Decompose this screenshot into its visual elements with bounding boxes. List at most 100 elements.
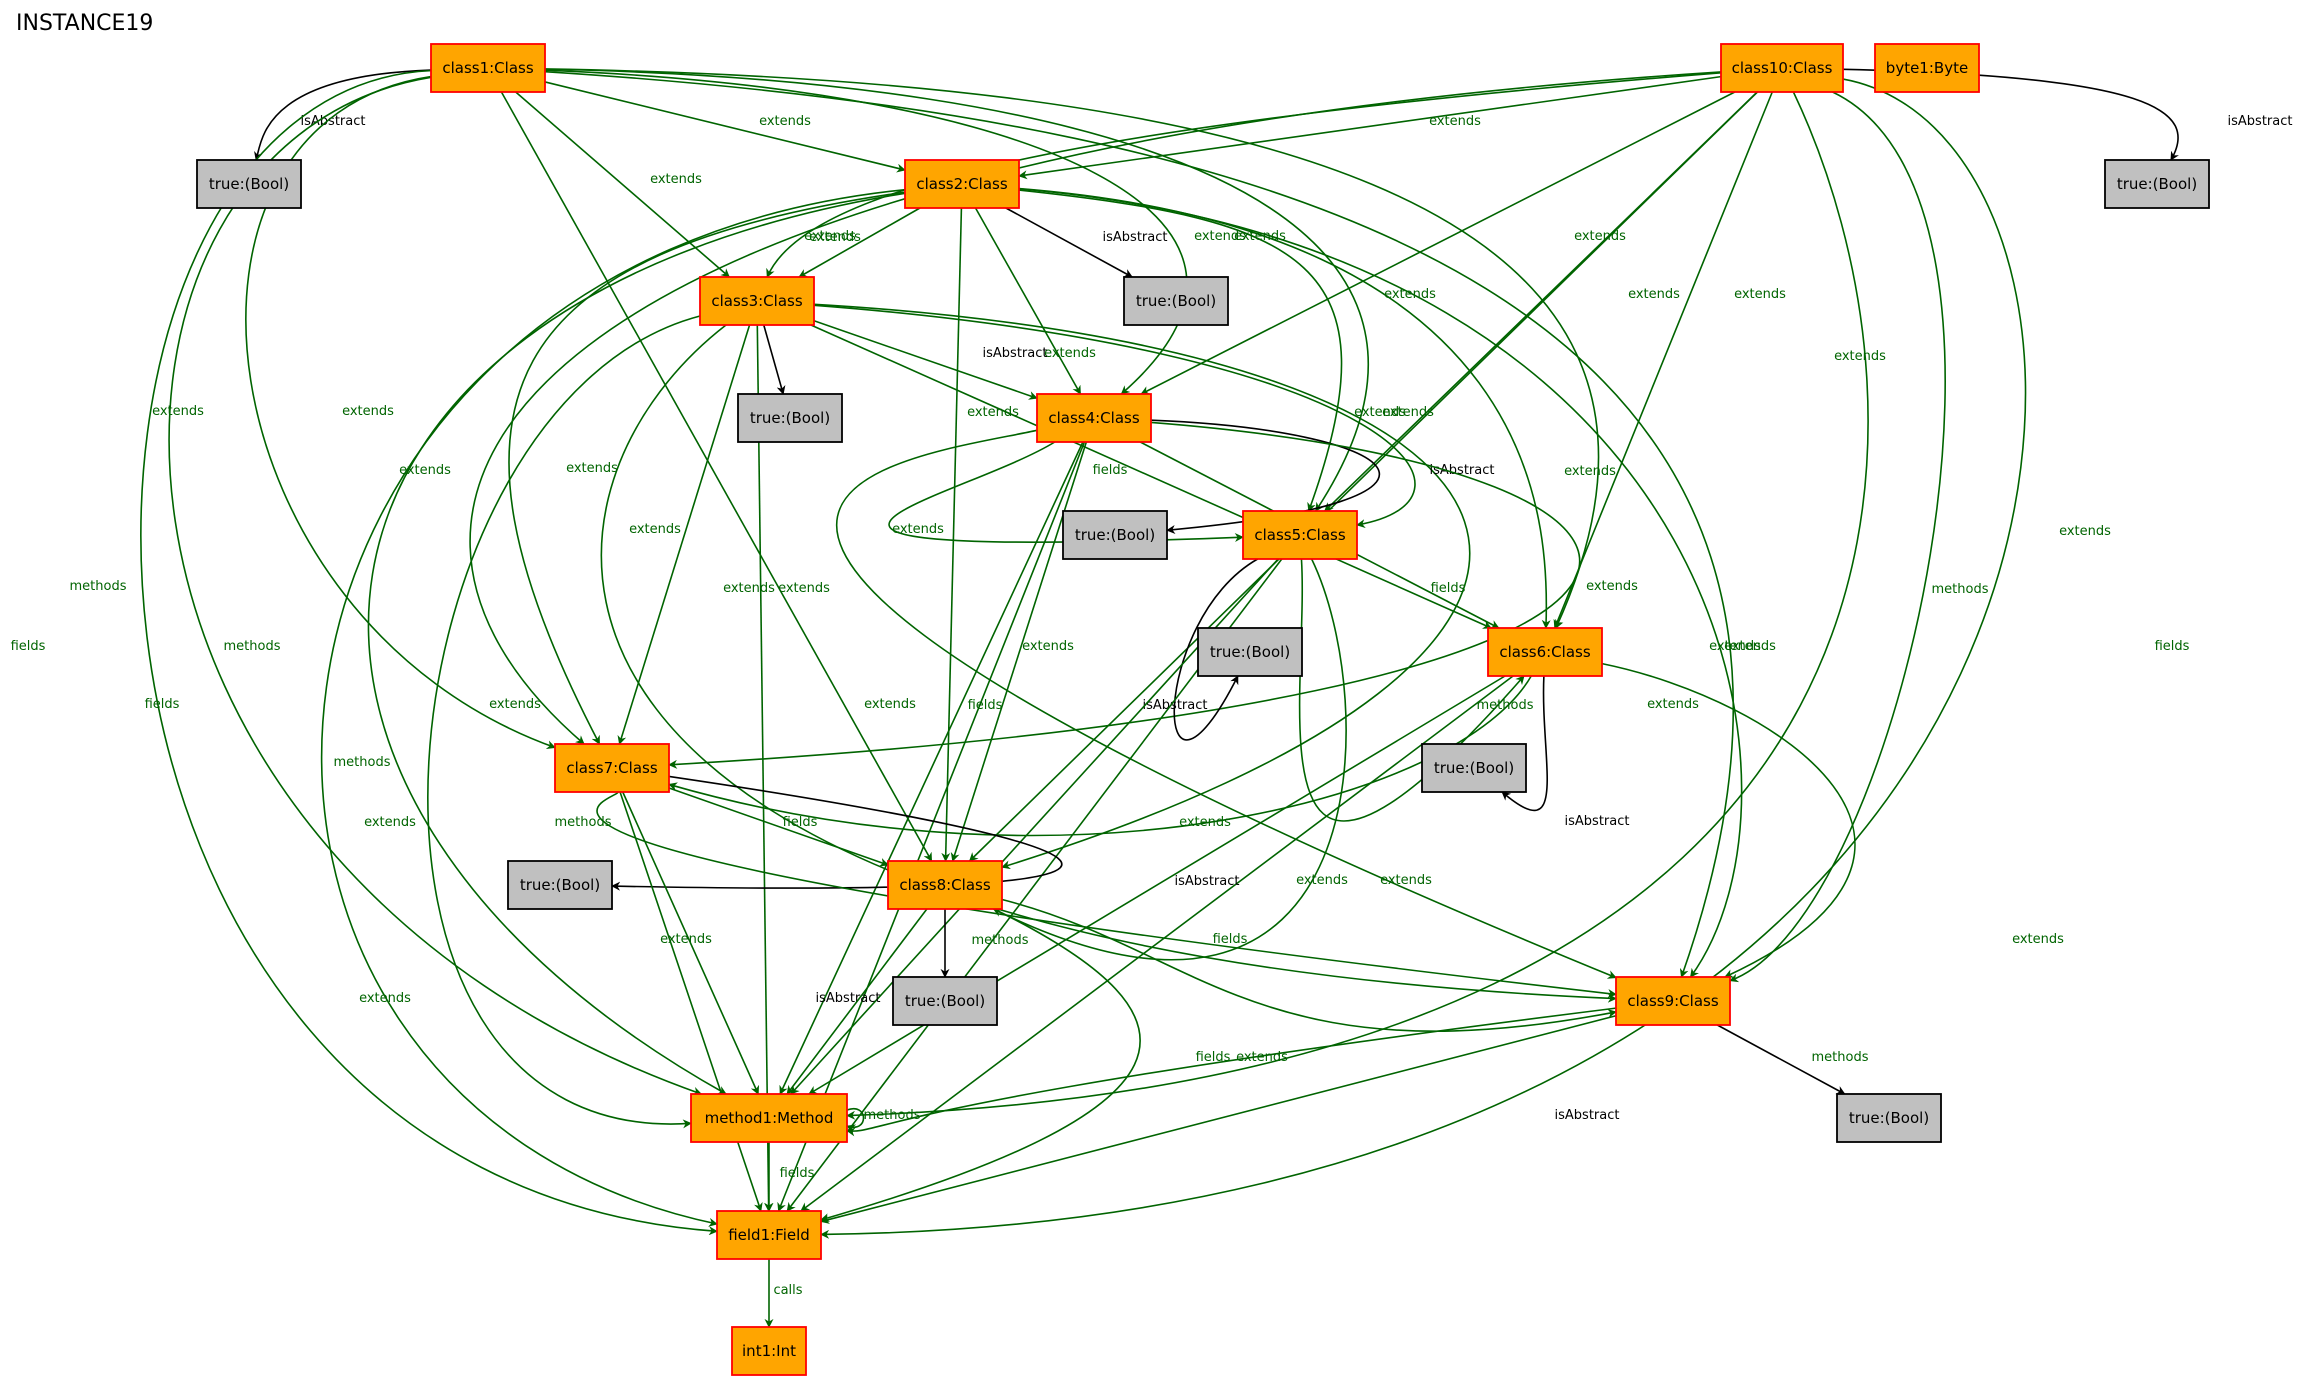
node-label-class10: class10:Class xyxy=(1732,59,1833,77)
node-bool_c2[interactable]: true:(Bool) xyxy=(1123,276,1229,326)
node-class3[interactable]: class3:Class xyxy=(699,276,815,326)
edge-label-class1-class4: extends xyxy=(1194,229,1246,244)
node-label-class7: class7:Class xyxy=(566,759,657,777)
edge-label-class3-class4: extends xyxy=(967,405,1019,420)
edge-label-class7-method1: methods xyxy=(972,933,1029,948)
node-class7[interactable]: class7:Class xyxy=(554,743,670,793)
edge-class7-methods-method1 xyxy=(622,791,760,1095)
edge-label-class10-class6: extends xyxy=(1834,349,1886,364)
node-box-bool_c7 xyxy=(507,860,613,910)
edge-label-class10-bool_c10: isAbstract xyxy=(2228,114,2293,129)
edge-label-class4-class6: extends xyxy=(1022,639,1074,654)
node-label-bool_c9: true:(Bool) xyxy=(1849,1109,1929,1127)
node-method1[interactable]: method1:Method xyxy=(690,1093,848,1143)
edge-class1-extends-class6 xyxy=(544,68,1600,629)
node-label-bool_c3: true:(Bool) xyxy=(750,409,830,427)
node-class9[interactable]: class9:Class xyxy=(1615,976,1731,1026)
node-bool_c9[interactable]: true:(Bool) xyxy=(1836,1093,1942,1143)
edge-label-class5-field1: fields xyxy=(968,698,1003,713)
edge-label-class6-class7: extends xyxy=(1296,873,1348,888)
edge-class1-extends-class5 xyxy=(544,68,1369,512)
node-class4[interactable]: class4:Class xyxy=(1036,393,1152,443)
node-bool_c8[interactable]: true:(Bool) xyxy=(892,976,998,1026)
node-box-class6 xyxy=(1487,627,1603,677)
edge-label-class10-class4: extends xyxy=(1574,229,1626,244)
edge-class6-fields-field1 xyxy=(800,675,1514,1212)
edge-label-class10-method1: methods xyxy=(1932,582,1989,597)
edge-class1-fields-field1 xyxy=(140,69,718,1236)
edge-class10-fields-field1 xyxy=(820,78,2027,1239)
edge-class3-extends-class6 xyxy=(810,324,1492,629)
node-class10[interactable]: class10:Class xyxy=(1720,43,1844,93)
edge-class1-methods-method1 xyxy=(168,76,703,1096)
node-bool_c10[interactable]: true:(Bool) xyxy=(2104,159,2210,209)
edge-label-class5-method1: methods xyxy=(1477,698,1534,713)
node-class6[interactable]: class6:Class xyxy=(1487,627,1603,677)
node-class5[interactable]: class5:Class xyxy=(1242,510,1358,560)
edge-label-class4-field1: fields xyxy=(1431,581,1466,596)
edge-class9-methods-method1 xyxy=(846,1007,1617,1137)
node-class1[interactable]: class1:Class xyxy=(430,43,546,93)
edge-class1-extends-class2 xyxy=(544,81,906,173)
edge-class2-extends-class3 xyxy=(798,207,921,278)
edge-label-class2-class5: extends xyxy=(1234,229,1286,244)
edge-class2-extends-class5 xyxy=(1018,189,1343,512)
edge-label-class4-class5: extends xyxy=(723,581,775,596)
edge-label-class2-class3: extends xyxy=(809,230,861,245)
edge-class6-extends-class9 xyxy=(1601,662,1856,978)
edge-class10-extends-class9 xyxy=(1729,91,1946,983)
edge-label-class4-class8: extends xyxy=(864,697,916,712)
edge-class1-extends-class8 xyxy=(500,91,933,862)
edge-label-class8-bool_c8: isAbstract xyxy=(816,991,881,1006)
edge-label-class7-field1: fields xyxy=(1213,932,1248,947)
node-label-method1: method1:Method xyxy=(705,1109,834,1127)
edge-label-class5-class8: extends xyxy=(1380,873,1432,888)
node-label-bool_c2: true:(Bool) xyxy=(1136,292,1216,310)
node-class8[interactable]: class8:Class xyxy=(887,860,1003,910)
edge-label-class7-bool_c7: isAbstract xyxy=(1175,874,1240,889)
edge-label-class1-class9: extends xyxy=(1724,639,1776,654)
edge-class7-isAbstract-bool_c7 xyxy=(611,775,1063,891)
node-bool_c5[interactable]: true:(Bool) xyxy=(1197,627,1303,677)
edge-class2-extends-class9 xyxy=(1018,188,1743,978)
node-bool_c1[interactable]: true:(Bool) xyxy=(196,159,302,209)
edge-label-class3-class7: extends xyxy=(778,581,830,596)
edge-label-class1-method1: methods xyxy=(70,579,127,594)
edge-class1-extends-class7 xyxy=(245,75,556,750)
edge-label-class10-class3: extends xyxy=(804,229,856,244)
edge-label-class1-class3: extends xyxy=(650,172,702,187)
edge-class4-extends-class9 xyxy=(835,429,1617,979)
node-byte1[interactable]: byte1:Byte xyxy=(1874,43,1980,93)
edge-class5-extends-class8 xyxy=(992,558,1347,961)
edge-label-class2-class7: extends xyxy=(399,463,451,478)
node-bool_c4[interactable]: true:(Bool) xyxy=(1062,510,1168,560)
edge-label-class6-class9: extends xyxy=(2012,932,2064,947)
edge-class1-isAbstract-bool_c1 xyxy=(254,69,432,161)
node-class2[interactable]: class2:Class xyxy=(904,159,1020,209)
edge-label-class2-class9: extends xyxy=(1586,579,1638,594)
edge-label-class10-class5: extends xyxy=(1628,287,1680,302)
edge-label-class9-method1: methods xyxy=(864,1108,921,1123)
edge-label-class10-class7: extends xyxy=(342,404,394,419)
edge-class5-isAbstract-bool_c5 xyxy=(1173,558,1259,741)
edge-label-class2-bool_c2: isAbstract xyxy=(1103,230,1168,245)
node-box-bool_c6 xyxy=(1421,743,1527,793)
edge-label-class3-field1: fields xyxy=(1093,463,1128,478)
edge-class1-extends-class3 xyxy=(515,91,730,278)
node-box-class2 xyxy=(904,159,1020,209)
edge-class3-extends-class9 xyxy=(600,324,1617,1003)
edge-class8-fields-field1 xyxy=(820,908,1141,1222)
node-bool_c7[interactable]: true:(Bool) xyxy=(507,860,613,910)
node-bool_c3[interactable]: true:(Bool) xyxy=(737,393,843,443)
edge-label-class3-method1: methods xyxy=(334,755,391,770)
node-int1[interactable]: int1:Int xyxy=(731,1326,807,1376)
node-bool_c6[interactable]: true:(Bool) xyxy=(1421,743,1527,793)
edge-label-class3-class6: extends xyxy=(629,522,681,537)
edge-label-class10-class8: extends xyxy=(1564,464,1616,479)
edge-label-class1-class8: extends xyxy=(566,461,618,476)
node-field1[interactable]: field1:Field xyxy=(716,1210,822,1260)
edge-class7-extends-class8 xyxy=(668,787,889,867)
edge-label-class10-class2: extends xyxy=(1429,114,1481,129)
